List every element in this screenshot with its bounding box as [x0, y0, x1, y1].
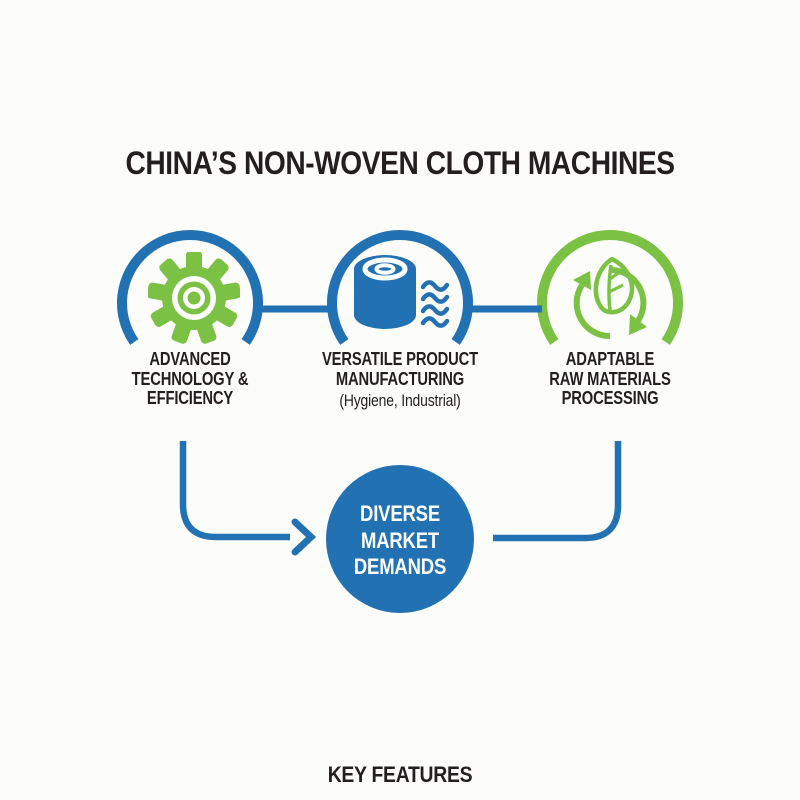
label-line: DEMANDS	[353, 554, 447, 579]
label-line: PROCESSING	[561, 388, 659, 408]
connector-node3-center	[493, 441, 622, 542]
label-line: ADAPTABLE	[565, 349, 655, 369]
connector-node1-center	[179, 441, 290, 541]
recycle-arrows	[573, 267, 647, 340]
diverse-market-demands-circle	[326, 465, 474, 613]
label-line: MANUFACTURING	[335, 368, 465, 389]
roll-body	[354, 269, 416, 329]
fabric-roll-icon	[354, 255, 450, 329]
label-line: ADVANCED	[149, 349, 231, 369]
ring-advanced-technology	[117, 229, 263, 345]
ring-adaptable-raw-materials	[537, 229, 683, 345]
leaf-outline	[593, 256, 635, 315]
fabric-waves	[420, 280, 450, 328]
label-sub-line: (Hygiene, Industrial)	[339, 391, 461, 410]
page-title: CHINA’S NON-WOVEN CLOTH MACHINES	[125, 145, 675, 181]
label-line: RAW MATERIALS	[549, 368, 671, 389]
gear-icon	[148, 252, 240, 344]
key-features-heading: KEY FEATURES	[327, 762, 473, 787]
label-line: DIVERSE	[360, 501, 440, 526]
label-line: MARKET	[360, 527, 440, 553]
recycle-arrowhead-down	[629, 314, 647, 335]
center-label-diverse-market-demands: DIVERSE MARKET DEMANDS	[324, 501, 475, 581]
node-label-advanced-technology: ADVANCED TECHNOLOGY & EFFICIENCY	[100, 349, 280, 409]
label-line: VERSATILE PRODUCT	[321, 349, 479, 369]
node-label-adaptable-raw-materials: ADAPTABLE RAW MATERIALS PROCESSING	[520, 349, 700, 409]
recycle-arrowhead-up	[573, 271, 591, 290]
label-line: EFFICIENCY	[146, 388, 234, 408]
node-label-versatile-product: VERSATILE PRODUCT MANUFACTURING (Hygiene…	[310, 349, 490, 411]
label-line: TECHNOLOGY &	[131, 368, 249, 389]
arrow-right-icon	[291, 518, 317, 556]
ring-versatile-product	[327, 229, 473, 345]
leaf-recycle-icon	[573, 256, 647, 340]
